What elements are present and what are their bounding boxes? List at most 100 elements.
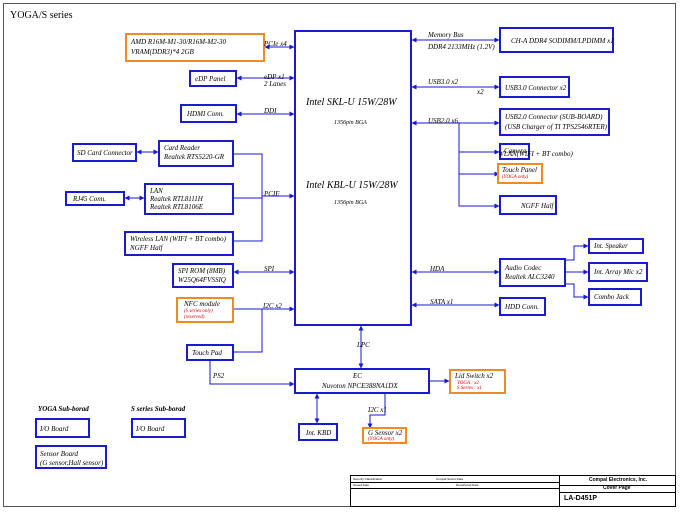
lid-switch-label: Lid Switch x2 (455, 372, 494, 380)
combo-line (566, 283, 589, 300)
usb3-connector-block: USB3.0 Connector x2 (499, 76, 570, 98)
g-sensor-block: G Sensor x2 (YOGA only) (362, 427, 407, 444)
page-frame (3, 3, 676, 507)
cpu-skl-label: Intel SKL-U 15W/28W (306, 97, 397, 108)
edp-panel-block: eDP Panel (189, 70, 237, 87)
cpu-block: Intel SKL-U 15W/28W 1356pin BGA Intel KB… (294, 30, 412, 326)
issued-date: Issued Date (353, 483, 370, 487)
usb3-bus-label: USB3.0 x2 (428, 78, 458, 86)
page-title: YOGA/S series (10, 10, 73, 21)
hdd-block: HDD Conn. (499, 297, 546, 316)
hdmi-label: HDMI Conn. (187, 110, 224, 118)
sensor-board-block: Sensor Board (G sensor,Hall sensor) (35, 445, 107, 469)
sd-connector-block: SD Card Connector (72, 143, 137, 162)
lid-switch-block: Lid Switch x2 YOGA : x2 S Series : x1 (449, 369, 506, 394)
s-io-board-label: I/O Board (136, 425, 165, 433)
gpu-block: AMD R16M-M1-30/R16M-M2-30 VRAM(DDR3)*4 2… (125, 33, 265, 62)
audio-codec-chip: Realtek ALC3240 (505, 273, 555, 281)
ps2-label: PS2 (213, 372, 225, 380)
spi-label: SPI (264, 265, 275, 273)
touch-panel-note: (YOGA only) (502, 175, 529, 180)
usb2-bus-label: USB2.0 x6 (428, 117, 458, 125)
lan-chip-1: Realtek RTL8111H (150, 195, 203, 203)
mic-block: Int. Array Mic x2 (588, 262, 648, 282)
edp-panel-label: eDP Panel (195, 75, 226, 83)
rj45-label: RJ45 Conn. (73, 195, 107, 203)
audio-codec-label: Audio Codec (505, 264, 542, 272)
touch-panel-label: Touch Panel (502, 166, 537, 174)
yoga-io-board-label: I/O Board (40, 425, 69, 433)
memory-label: CH-A DDR4 SODIMM/LPDIMM x1 (511, 37, 614, 45)
g-sensor-note: (YOGA only) (368, 437, 395, 442)
lid-switch-s: S Series : x1 (457, 386, 482, 391)
lan-block: LAN Realtek RTL8111H Realtek RTL8106E (144, 183, 234, 215)
wlan-left-block: Wireless LAN (WIFI + BT combo) NGFF Half (124, 231, 234, 256)
sata-label: SATA x1 (430, 298, 454, 306)
page-name: Cover Page (603, 485, 631, 491)
memory-block: CH-A DDR4 SODIMM/LPDIMM x1 (499, 27, 614, 53)
memory-bus-label: Memory Bus (428, 31, 464, 39)
ddi-label: DDI (264, 107, 277, 115)
g-sensor-label: G Sensor x2 (368, 429, 403, 437)
yoga-io-board-block: I/O Board (35, 418, 90, 438)
usb2-charger-label: (USB Charger of TI TPS2546RTER) (505, 123, 608, 131)
gpu-model: AMD R16M-M1-30/R16M-M2-30 (131, 38, 227, 46)
i2c-line (234, 308, 263, 353)
s-sub-title: S series Sub-borad (131, 405, 186, 413)
audio-codec-block: Audio Codec Realtek ALC3240 (499, 258, 566, 287)
sensor-board-detail: (G sensor,Hall sensor) (40, 459, 104, 467)
ec-chip: Nuvoton NPCE388NA1DX (322, 382, 398, 390)
cpu-kbl-package: 1356pin BGA (334, 200, 367, 206)
touch-pad-block: Touch Pad (186, 344, 234, 361)
sensor-board-label: Sensor Board (40, 450, 79, 458)
hdd-label: HDD Conn. (505, 303, 539, 311)
speaker-block: Int. Speaker (588, 238, 644, 254)
combo-jack-block: Combo Jack (588, 288, 642, 306)
touch-panel-block: Touch Panel (YOGA only) (497, 163, 543, 184)
cpu-kbl-label: Intel KBL-U 15W/28W (306, 180, 398, 191)
camera-block: Camera (499, 143, 530, 160)
speaker-line (566, 243, 589, 261)
lpc-label: LPC (357, 341, 370, 349)
mic-label: Int. Array Mic x2 (594, 268, 643, 276)
keyboard-label: Int. KBD (306, 429, 332, 437)
ec-block: EC Nuvoton NPCE388NA1DX (294, 368, 430, 394)
ngff-half-block: NGFF Half (499, 195, 557, 215)
s-io-board-block: I/O Board (131, 418, 186, 438)
usb3-connector-label: USB3.0 Connector x2 (505, 84, 567, 92)
ec-label: EC (353, 372, 362, 380)
ngff-half-label: NGFF Half (521, 202, 554, 210)
spi-rom-block: SPI ROM (8MB) W25Q64FVSSIQ (172, 263, 234, 288)
lid-switch-yoga: YOGA : x2 (457, 381, 479, 386)
cpu-skl-package: 1356pin BGA (334, 120, 367, 126)
rj45-block: RJ45 Conn. (65, 191, 125, 206)
edp-x1-label: eDP x1 (264, 73, 285, 81)
nfc-note-1: (S series only) (184, 309, 213, 314)
hdmi-block: HDMI Conn. (180, 104, 237, 123)
gpu-vram: VRAM(DDR3)*4 2GB (131, 48, 194, 56)
ddr4-label: DDR4 2133MHz (1.2V) (428, 43, 495, 51)
secret-data-label: Compal Secret Data (436, 477, 464, 481)
usb2-bus-line (458, 123, 500, 209)
i2c-x2-label: I2C x2 (263, 302, 282, 310)
sd-connector-label: SD Card Connector (77, 149, 133, 157)
wlan-right-label: WLAN(WIFI + BT combo) (498, 150, 573, 158)
x2-label: x2 (477, 88, 484, 96)
camera-label: Camera (504, 147, 527, 155)
wlan-left-label: Wireless LAN (WIFI + BT combo) (130, 235, 226, 243)
lan-chip-2: Realtek RTL8106E (150, 203, 204, 211)
board-model: LA-D451P (564, 495, 598, 502)
spi-rom-chip: W25Q64FVSSIQ (178, 276, 226, 284)
pcie-x4-label: PCIe x4 (264, 40, 287, 48)
deciphered-date: Deciphered Date (456, 483, 479, 487)
lan-label: LAN (150, 187, 163, 195)
card-reader-label: Card Reader (164, 144, 201, 152)
card-reader-chip: Realtek RTS5220-GR (164, 153, 225, 161)
company-name: Compal Electronics, Inc. (589, 477, 648, 483)
ps2-line (209, 361, 295, 387)
card-reader-block: Card Reader Realtek RTS5220-GR (158, 140, 234, 167)
nfc-note-2: (reserved) (184, 315, 205, 320)
nfc-block: NFC module (S series only) (reserved) (176, 297, 234, 323)
usb2-connector-label: USB2.0 Connector (SUB-BOARD) (505, 113, 603, 121)
